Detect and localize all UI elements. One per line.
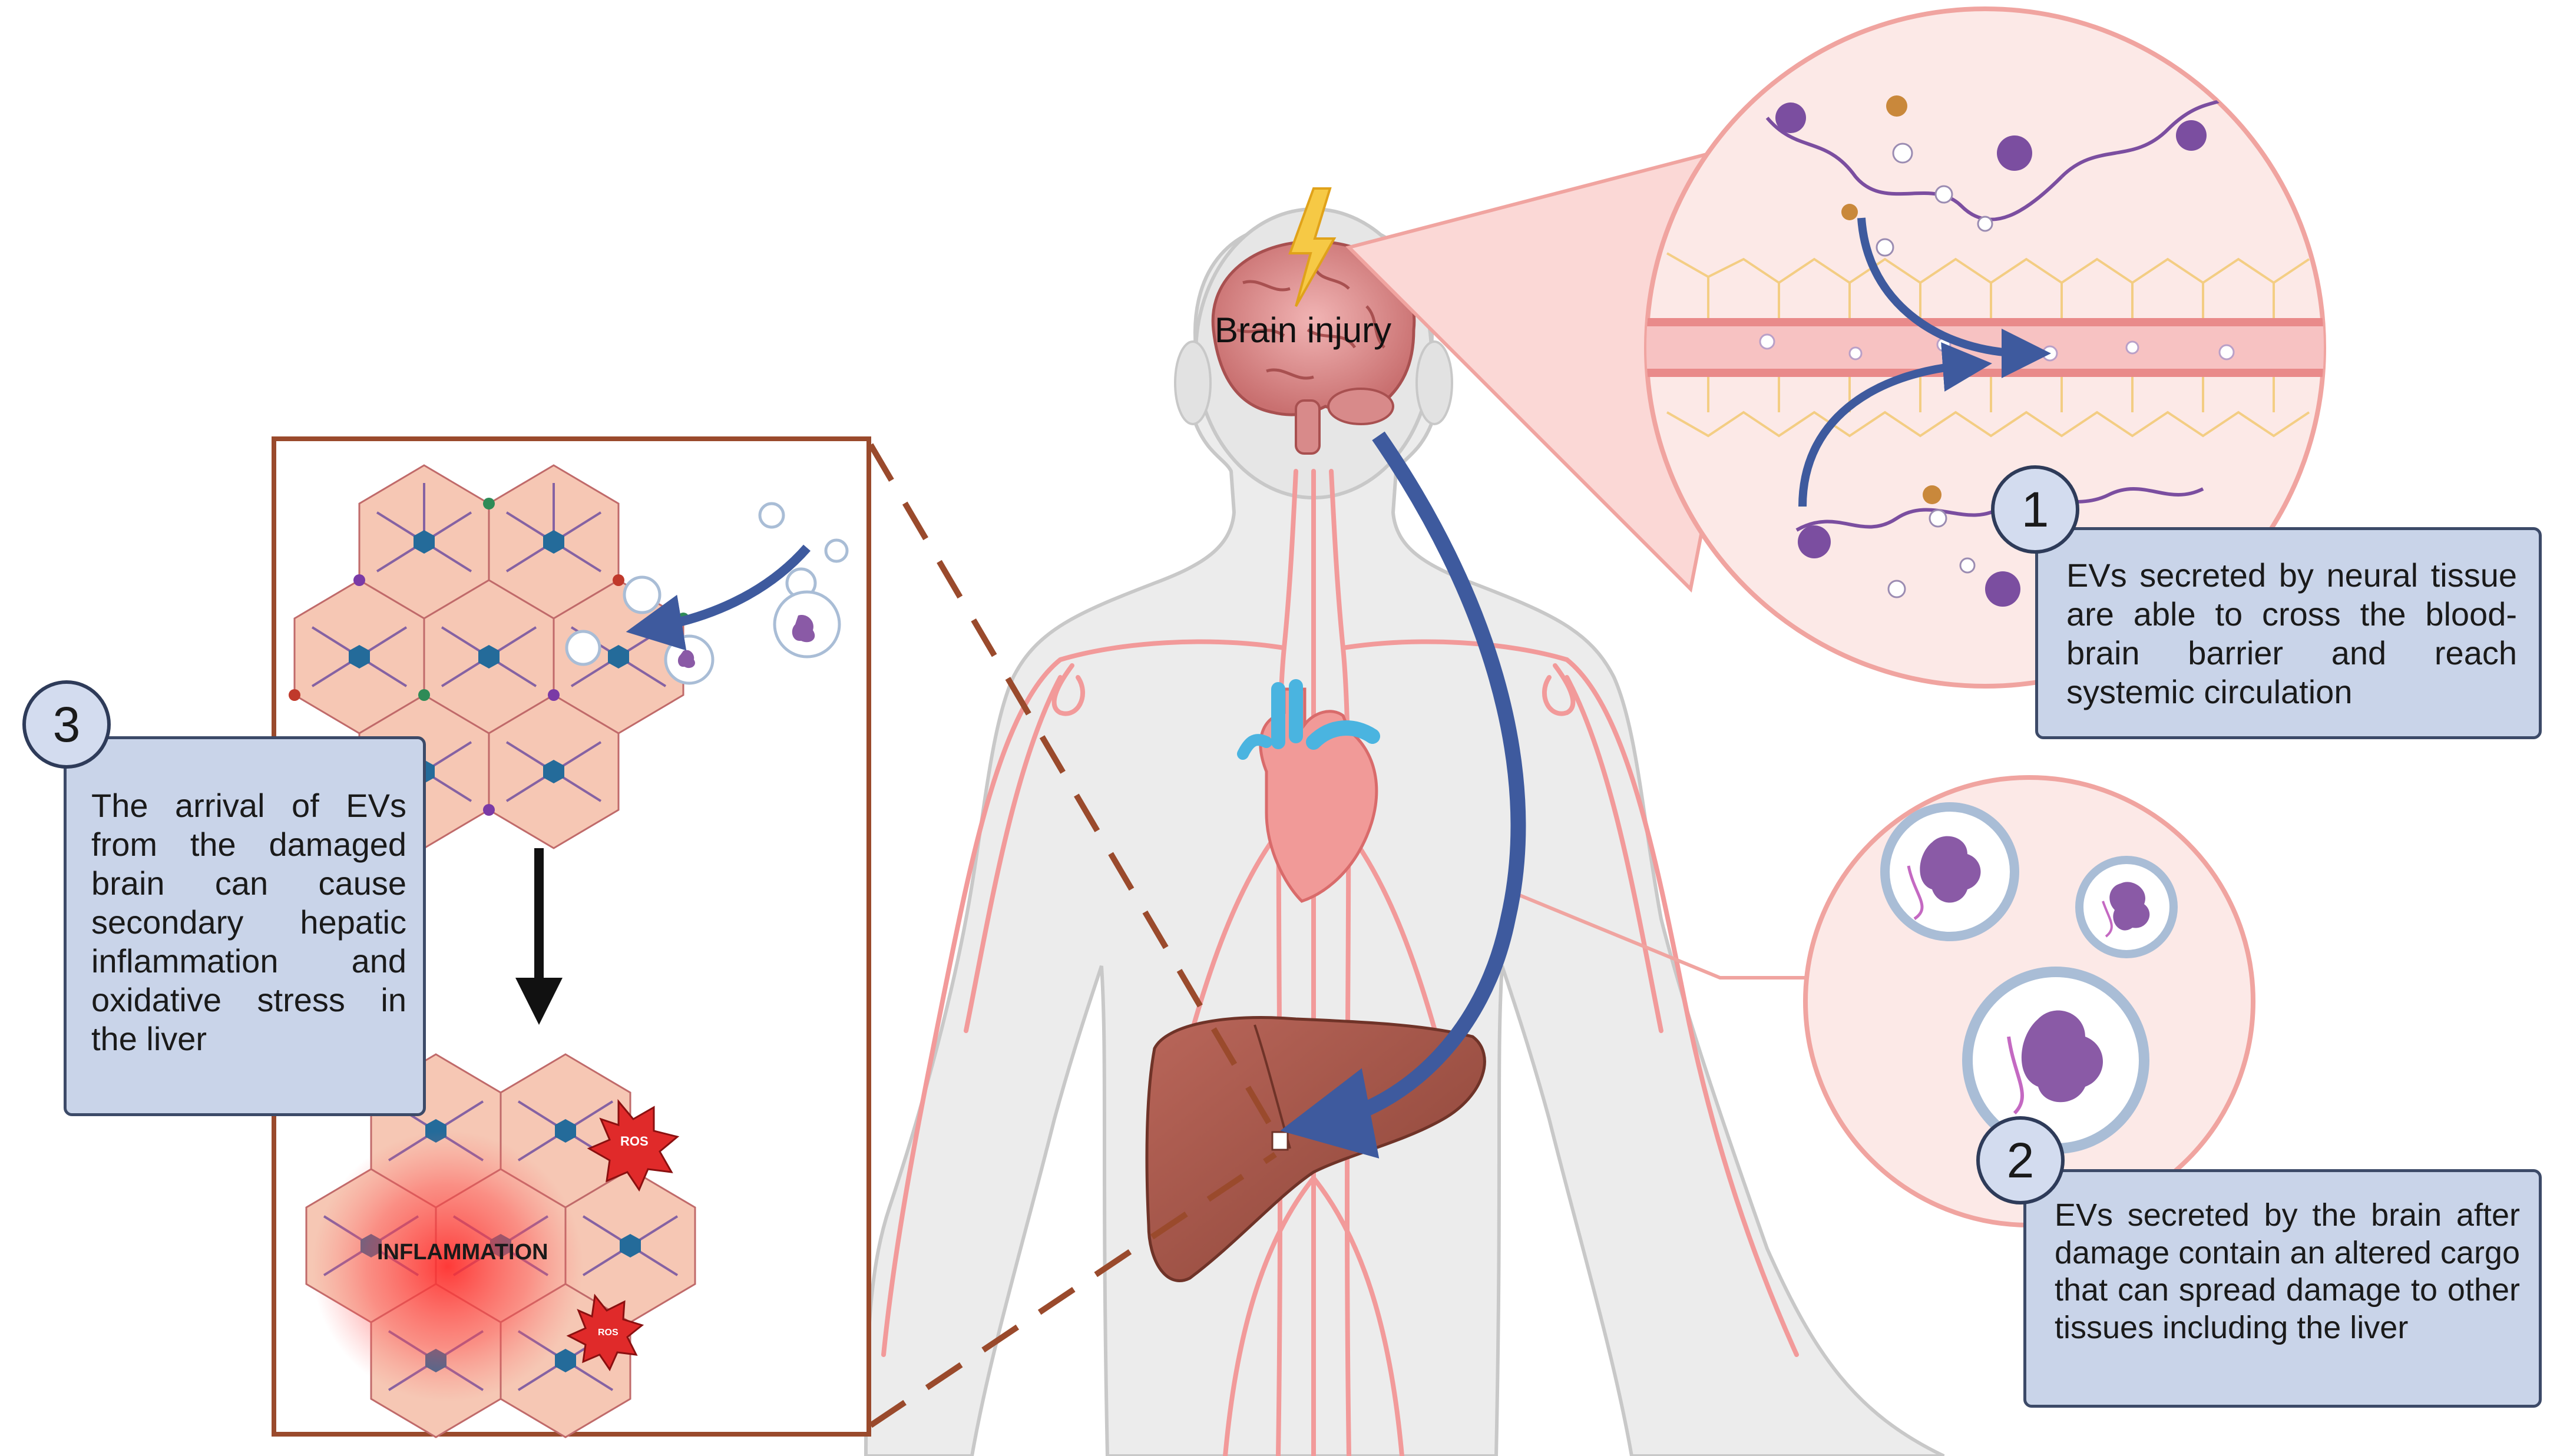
brain-injury-label: Brain injury: [1215, 310, 1392, 350]
circulation-arrow: [1280, 431, 1526, 1159]
inset-dashed-bottom: [869, 1151, 1277, 1428]
step-1-text: EVs secreted by neural tissue are able t…: [2066, 557, 2517, 711]
ev-arrival-arrow: [626, 544, 811, 651]
step-3-box: The arrival of EVs from the damaged brai…: [64, 736, 426, 1116]
step-2-number: 2: [1976, 1116, 2065, 1204]
step-3-number: 3: [22, 680, 111, 769]
lightning-icon: [1288, 187, 1337, 307]
step-2-text: EVs secreted by the brain after damage c…: [2055, 1197, 2520, 1346]
body-silhouette: [864, 222, 1945, 1456]
inflammation-label: INFLAMMATION: [377, 1240, 548, 1265]
ev-vesicle-3: [1962, 967, 2149, 1154]
inflammation-glow: [312, 1131, 583, 1402]
step-1-box: EVs secreted by neural tissue are able t…: [2035, 527, 2542, 739]
liver-lobules-inflamed: [305, 1053, 696, 1438]
brain: [1211, 187, 1416, 455]
ros-label-2: ROS: [598, 1328, 618, 1338]
liver-inset: [272, 436, 1278, 1438]
ros-label-1: ROS: [620, 1134, 649, 1149]
step-2-box: EVs secreted by the brain after damage c…: [2023, 1169, 2542, 1408]
ev-zoom: [1519, 775, 2255, 1227]
bbb-arrow-up: [1798, 342, 1992, 507]
heart: [1237, 679, 1380, 903]
bbb-zoom: [1345, 6, 2326, 689]
liver-sample-marker: [1271, 1131, 1289, 1151]
step-1-number: 1: [1991, 465, 2079, 554]
ev-vesicle-1: [1880, 802, 2019, 941]
ros-burst-1: [587, 1098, 680, 1192]
right-ear: [1415, 340, 1453, 425]
left-ear: [1174, 340, 1212, 425]
ev-vesicle-2: [2075, 856, 2178, 958]
bbb-arrow-down: [1857, 217, 2051, 378]
ev-connector-line: [1519, 894, 1814, 980]
ros-burst-2: [566, 1293, 644, 1372]
step-3-text: The arrival of EVs from the damaged brai…: [91, 787, 406, 1058]
